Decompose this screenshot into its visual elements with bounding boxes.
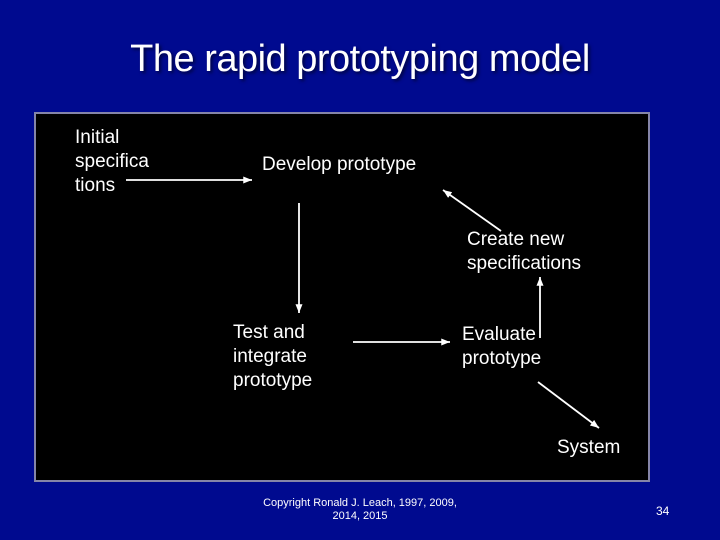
copyright-footer: Copyright Ronald J. Leach, 1997, 2009, 2… [263,497,457,522]
node-develop-prototype: Develop prototype [262,154,417,175]
node-initial-specifications: Initial specifica tions [75,127,149,196]
node-evaluate-prototype: Evaluate prototype [462,324,542,369]
node-create-new-specifications: Create new specifications [467,229,582,274]
slide-page-number: 34 [656,504,670,518]
node-test-integrate-prototype: Test and integrate prototype [233,322,313,391]
slide-title: The rapid prototyping model [130,38,590,80]
node-system: System [557,437,621,458]
